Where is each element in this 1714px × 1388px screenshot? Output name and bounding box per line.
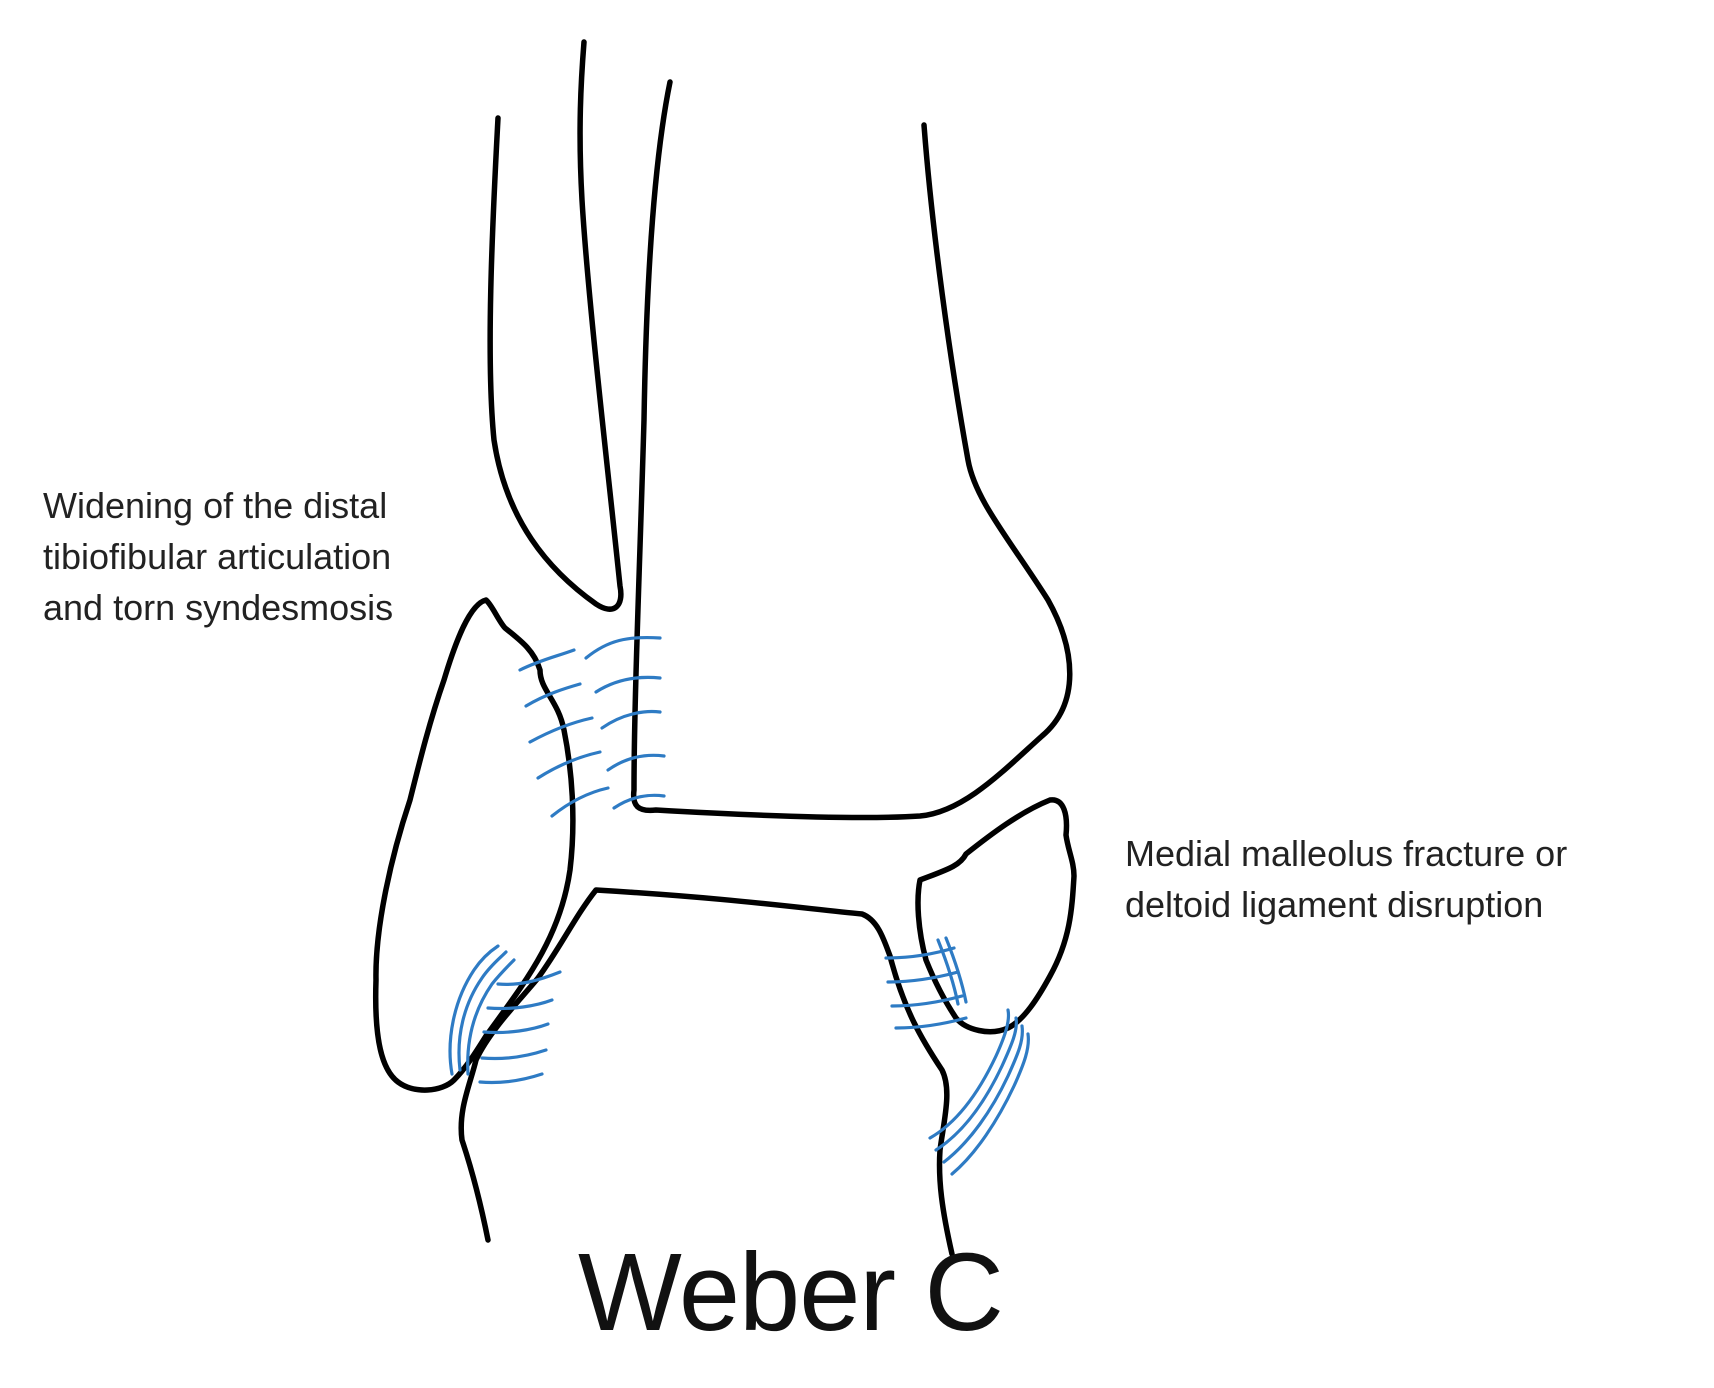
syndesmosis-annotation-line-2: tibiofibular articulation [43,536,392,577]
deltoid-ligament-strands [928,1008,1030,1176]
fibula-shaft [487,39,624,612]
lateral-malleolus [372,597,576,1093]
medial-malleolus [915,797,1077,1035]
syndesmosis-annotation-line-1: Widening of the distal [43,485,388,526]
medial-annotation-line-1: Medial malleolus fracture or [1125,833,1568,874]
medial-annotation: Medial malleolus fracture or deltoid lig… [1125,828,1567,930]
diagram-title: Weber C [578,1231,1004,1354]
tibia-outline [630,79,1073,821]
syndesmosis-annotation-line-3: and torn syndesmosis [43,587,394,628]
syndesmosis-annotation: Widening of the distal tibiofibular arti… [43,480,393,633]
medial-annotation-line-2: deltoid ligament disruption [1125,884,1544,925]
lateral-ligament-strands [448,944,562,1085]
ligament-strands [448,635,1030,1176]
syndesmosis-fibular-strands [518,648,610,818]
medial-ligament-strands [884,936,968,1030]
talus-outline [458,887,955,1257]
syndesmosis-tibial-strands [584,635,666,810]
bone-outlines [372,39,1077,1257]
